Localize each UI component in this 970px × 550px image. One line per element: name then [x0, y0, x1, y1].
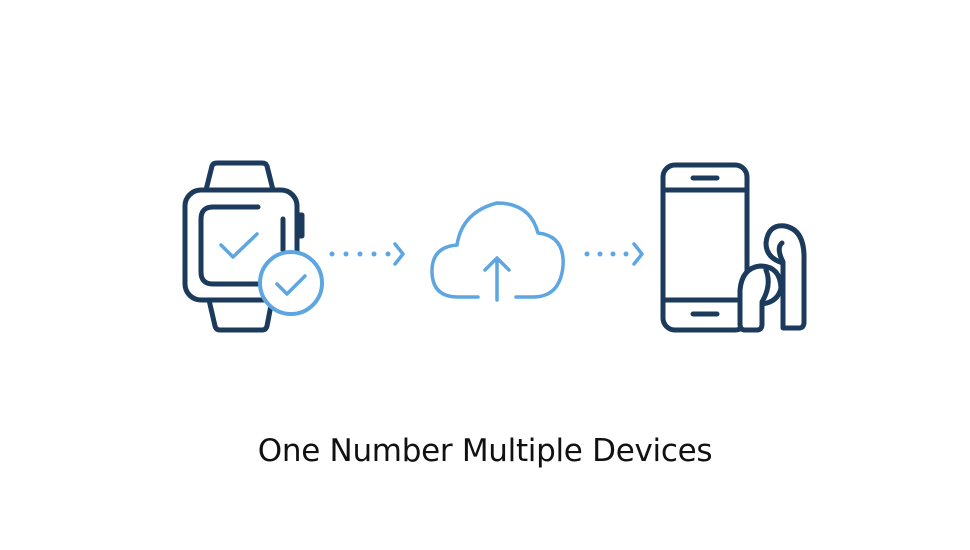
check-badge-icon	[258, 250, 324, 316]
caption: One Number Multiple Devices	[257, 433, 713, 469]
cloud-upload-icon	[430, 201, 565, 302]
smartwatch-icon	[182, 160, 305, 333]
dotted-arrow-icon	[584, 242, 644, 266]
dotted-arrow-icon	[329, 242, 405, 266]
smartphone-icon	[660, 162, 750, 333]
earbuds-icon	[737, 223, 807, 333]
